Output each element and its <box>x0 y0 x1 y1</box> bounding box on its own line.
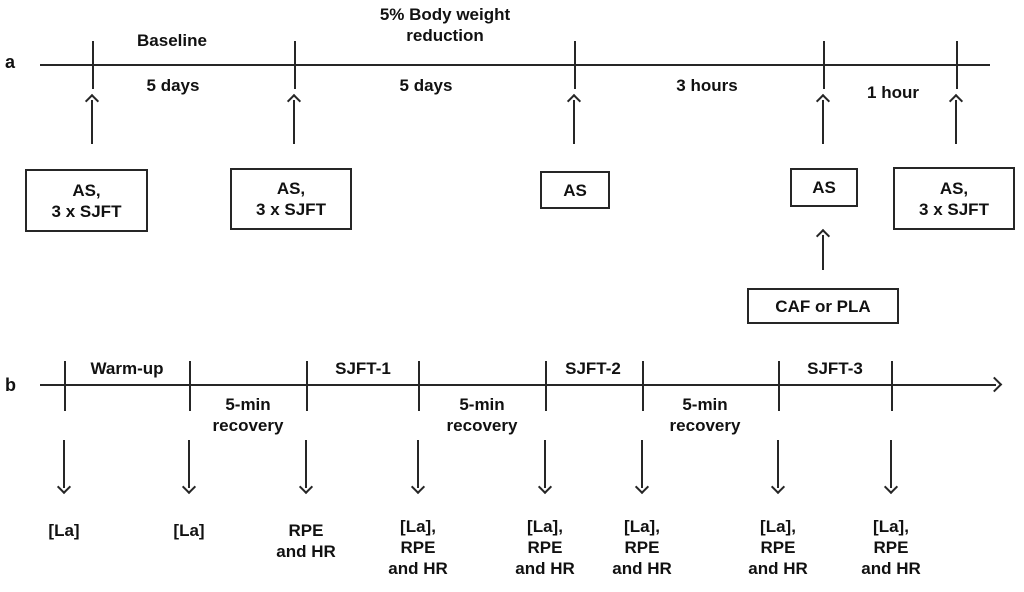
panel-b-tick-8 <box>891 361 893 411</box>
measurement-arrow-7 <box>770 440 786 495</box>
measurement-arrow-2 <box>181 440 197 495</box>
measurement-label-1: [La] <box>48 521 80 540</box>
panel-a-timeline <box>40 64 990 66</box>
duration-label-3-hours: 3 hours <box>676 76 738 95</box>
measurement-label-3: RPE and HR <box>276 521 336 561</box>
phase-label-warmup: Warm-up <box>90 359 164 378</box>
measurement-arrow-5 <box>537 440 553 495</box>
measurement-label-5: [La], RPE and HR <box>515 517 575 578</box>
phase-label-sjft2: SJFT-2 <box>565 359 621 378</box>
panel-a-tick-1 <box>92 41 94 89</box>
measurement-arrow-1 <box>56 440 72 495</box>
measurement-arrow-4 <box>410 440 426 495</box>
arrow-down-icon <box>298 479 314 495</box>
measurement-label-2: [La] <box>173 521 205 540</box>
supplement-box: CAF or PLA <box>747 288 899 324</box>
panel-b-tick-2 <box>189 361 191 411</box>
measurement-label-7: [La], RPE and HR <box>748 517 808 578</box>
arrow-up-icon <box>948 93 964 109</box>
duration-label-1-hour: 1 hour <box>867 83 919 102</box>
panel-b-tick-1 <box>64 361 66 411</box>
event-arrow-up-5 <box>948 93 964 144</box>
panel-b-tick-5 <box>545 361 547 411</box>
panel-b-timeline <box>40 384 996 386</box>
panel-a-tick-5 <box>956 41 958 89</box>
measurement-arrow-8 <box>883 440 899 495</box>
measurement-label-6: [La], RPE and HR <box>612 517 672 578</box>
arrow-down-icon <box>537 479 553 495</box>
interval-label-baseline: Baseline <box>137 31 207 50</box>
phase-label-sjft3: SJFT-3 <box>807 359 863 378</box>
arrow-down-icon <box>410 479 426 495</box>
panel-a-tick-2 <box>294 41 296 89</box>
event-arrow-up-4 <box>815 93 831 144</box>
panel-b-tick-7 <box>778 361 780 411</box>
supplement-arrow <box>815 228 831 270</box>
assessment-box-1: AS, 3 x SJFT <box>25 169 148 232</box>
arrow-up-icon <box>815 228 831 244</box>
panel-a-label: a <box>5 52 16 72</box>
event-arrow-up-2 <box>286 93 302 144</box>
measurement-arrow-6 <box>634 440 650 495</box>
arrow-up-icon <box>815 93 831 109</box>
assessment-box-5: AS, 3 x SJFT <box>893 167 1015 230</box>
recovery-label-3: 5-min recovery <box>669 395 741 435</box>
event-arrow-up-1 <box>84 93 100 144</box>
duration-label-5-days-2: 5 days <box>399 76 453 95</box>
arrow-down-icon <box>634 479 650 495</box>
measurement-arrow-3 <box>298 440 314 495</box>
phase-label-sjft1: SJFT-1 <box>335 359 391 378</box>
panel-b-tick-6 <box>642 361 644 411</box>
duration-label-5-days-1: 5 days <box>146 76 200 95</box>
arrow-down-icon <box>770 479 786 495</box>
arrow-up-icon <box>566 93 582 109</box>
panel-a-tick-4 <box>823 41 825 89</box>
panel-b-label: b <box>5 375 16 395</box>
arrow-up-icon <box>286 93 302 109</box>
measurement-label-4: [La], RPE and HR <box>388 517 448 578</box>
panel-a-tick-3 <box>574 41 576 89</box>
recovery-label-2: 5-min recovery <box>446 395 518 435</box>
assessment-box-4: AS <box>790 168 858 207</box>
event-arrow-up-3 <box>566 93 582 144</box>
timeline-arrowhead-icon <box>986 376 1003 393</box>
assessment-box-2: AS, 3 x SJFT <box>230 168 352 230</box>
assessment-box-3: AS <box>540 171 610 209</box>
measurement-label-8: [La], RPE and HR <box>861 517 921 578</box>
interval-label-weight-reduction: 5% Body weight reduction <box>379 5 511 45</box>
panel-b-tick-4 <box>418 361 420 411</box>
arrow-down-icon <box>883 479 899 495</box>
arrow-down-icon <box>56 479 72 495</box>
panel-b-tick-3 <box>306 361 308 411</box>
arrow-up-icon <box>84 93 100 109</box>
recovery-label-1: 5-min recovery <box>212 395 284 435</box>
arrow-down-icon <box>181 479 197 495</box>
